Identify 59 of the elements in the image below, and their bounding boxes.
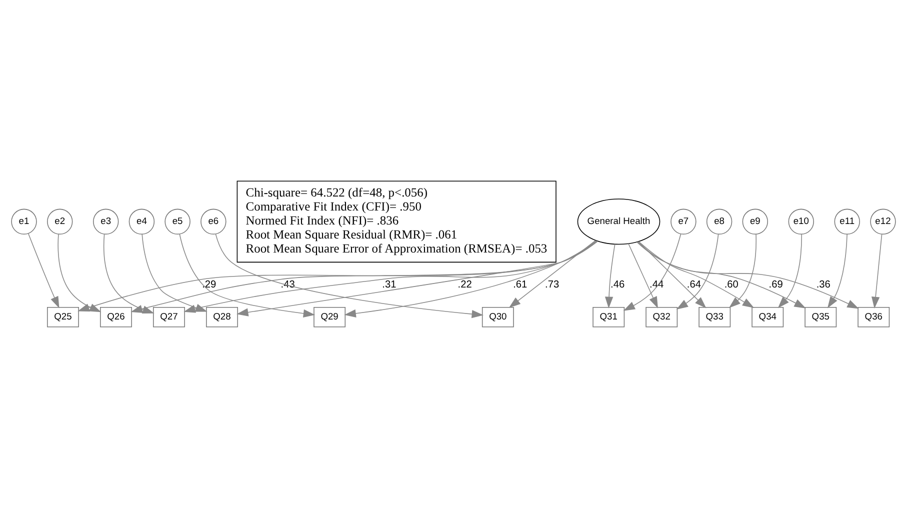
edge-label: .60: [724, 279, 738, 290]
edge-label: .64: [686, 279, 702, 290]
arrow: [103, 234, 154, 314]
edge-label: .69: [768, 279, 783, 290]
node-box: Q27: [153, 307, 185, 328]
arrow: [676, 234, 719, 310]
edge-label: .29: [202, 279, 216, 290]
node-box: Q29: [314, 307, 346, 328]
arrow: [215, 234, 484, 318]
node-box: Q26: [100, 307, 132, 328]
arrow: [344, 240, 597, 318]
arrow: [508, 240, 596, 308]
edge-label: .43: [280, 279, 295, 290]
node-circle: e9: [742, 208, 768, 235]
edge-label: .44: [650, 279, 664, 290]
edge-label: .73: [545, 279, 560, 290]
node-circle: e6: [200, 208, 226, 235]
edge-label: .36: [816, 279, 830, 290]
arrow: [179, 234, 316, 318]
edge-label: .46: [610, 279, 625, 290]
arrow: [638, 241, 754, 308]
node-circle: e5: [164, 208, 190, 235]
node-box: Q35: [804, 307, 837, 328]
arrow: [778, 234, 802, 308]
arrow: [637, 242, 806, 308]
arrow: [827, 234, 848, 308]
node-circle: e1: [11, 208, 37, 235]
node-circle: e11: [834, 208, 860, 235]
node-circle: e10: [788, 208, 814, 235]
node-box: Chi-square= 64.522 (df=48, p<.056) Comparative Fit Index (CFI)= .950 Normed Fit Index (NFI)= .836 Root Mean Square Residual (RMR)= .061 Root Mean Square Error of Approximation (RMSEA)= .053: [236, 180, 556, 263]
node-box: Q34: [752, 307, 784, 328]
node-box: Q32: [646, 307, 678, 328]
arrow: [628, 243, 658, 308]
node-circle: e8: [706, 208, 732, 235]
arrow: [872, 234, 882, 309]
edge-label: .61: [513, 279, 528, 290]
node-box: Q28: [206, 307, 238, 328]
node-circle: e2: [47, 208, 73, 235]
arrow: [728, 234, 756, 308]
node-box: Q36: [858, 307, 890, 328]
arrow: [28, 233, 60, 308]
node-box: Q30: [482, 307, 514, 328]
node-box: Q25: [47, 307, 79, 328]
arrow: [236, 240, 598, 316]
edge-label: .22: [458, 279, 472, 290]
node-circle: e4: [128, 208, 155, 235]
node-box: Q33: [698, 307, 731, 328]
arrow: [142, 234, 208, 312]
arrow: [623, 234, 682, 311]
node-box: Q31: [592, 307, 625, 328]
node-circle: e3: [92, 208, 119, 235]
arrow: [636, 242, 859, 309]
node-circle: e12: [870, 208, 896, 235]
edge-label: .31: [382, 279, 396, 290]
arrow: [604, 244, 616, 308]
arrow: [58, 234, 102, 312]
node-ellipse: General Health: [577, 198, 660, 245]
node-circle: e7: [670, 208, 696, 235]
arrow: [638, 241, 706, 308]
